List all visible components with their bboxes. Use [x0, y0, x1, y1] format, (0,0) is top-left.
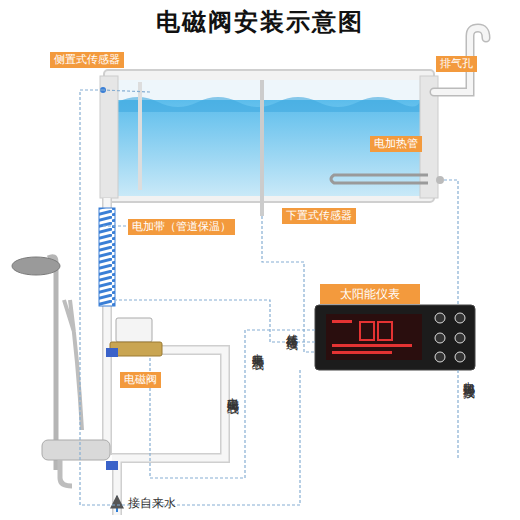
meter-display [326, 314, 422, 360]
sensor-wire [80, 90, 300, 505]
tap-spout [60, 460, 72, 486]
callout-text: 排气孔 [440, 57, 473, 71]
callout-text: 电加带（管道保温） [132, 220, 231, 234]
callout-text: 下置式传感器 [286, 209, 352, 223]
shower-pole [48, 257, 56, 470]
callout-text: 太阳能仪表 [324, 285, 416, 303]
wire-label: 传感器信号线 [285, 324, 299, 330]
vent-pipe [434, 28, 486, 92]
meter-button [435, 352, 445, 362]
meter-heading-box: 太阳能仪表 [320, 284, 420, 304]
meter-digit [360, 322, 374, 340]
callout-box: 电磁阀 [120, 372, 161, 388]
inlet-arrow [116, 496, 118, 512]
hand-shower [64, 300, 82, 430]
valve-handle [106, 461, 118, 470]
mixing-valve [42, 440, 110, 460]
inlet-pipe-outline [112, 350, 225, 515]
shower-head [12, 257, 60, 275]
callout-box: 电加热管 [370, 136, 422, 152]
callout-text: 侧置式传感器 [54, 53, 120, 67]
tank-frame [104, 70, 434, 202]
heater-terminal [436, 176, 444, 184]
callout-text: 电加热管 [374, 137, 418, 151]
callout-box: 排气孔 [436, 56, 477, 72]
meter-bar [332, 344, 412, 347]
tank-inner [118, 80, 420, 196]
inlet-pipe [112, 350, 225, 515]
solenoid-coil [116, 318, 152, 342]
meter-button [455, 352, 465, 362]
meter-button [435, 313, 445, 323]
meter-bar [332, 351, 392, 354]
valve-handle [106, 348, 118, 357]
callout-text: 电磁阀 [124, 373, 157, 387]
bottom-sensor-rod [260, 80, 264, 216]
inner-pipe [138, 82, 142, 190]
meter-digit [378, 322, 392, 340]
diagram-title: 电磁阀安装示意图 [0, 6, 520, 38]
heater-wire [457, 370, 458, 460]
callout-box: 侧置式传感器 [50, 52, 124, 68]
tape-wire [116, 300, 315, 342]
heating-tube [331, 175, 428, 183]
leader-line [103, 90, 150, 92]
callout-box: 下置式传感器 [282, 208, 356, 224]
wire-label: 电加热管接线 [462, 372, 476, 378]
heater-wire [444, 180, 458, 305]
tank-cap [100, 76, 118, 198]
water-wave [118, 97, 420, 112]
meter-button [455, 313, 465, 323]
leader-line [103, 225, 128, 226]
callout-box: 电加带（管道保温） [128, 219, 235, 235]
inlet-label: 接自来水 [128, 496, 176, 510]
meter-bar [332, 320, 352, 323]
solenoid-wire [150, 330, 315, 478]
meter-button [435, 333, 445, 343]
solar-meter [315, 305, 475, 370]
heating-tape [99, 208, 115, 306]
meter-button [455, 333, 465, 343]
vent-pipe-outline [434, 28, 486, 92]
wire-label: 电热带二芯线 [251, 344, 265, 350]
wire-label: 电磁阀二芯线 [226, 388, 240, 394]
sensor-signal-wire [262, 216, 315, 352]
